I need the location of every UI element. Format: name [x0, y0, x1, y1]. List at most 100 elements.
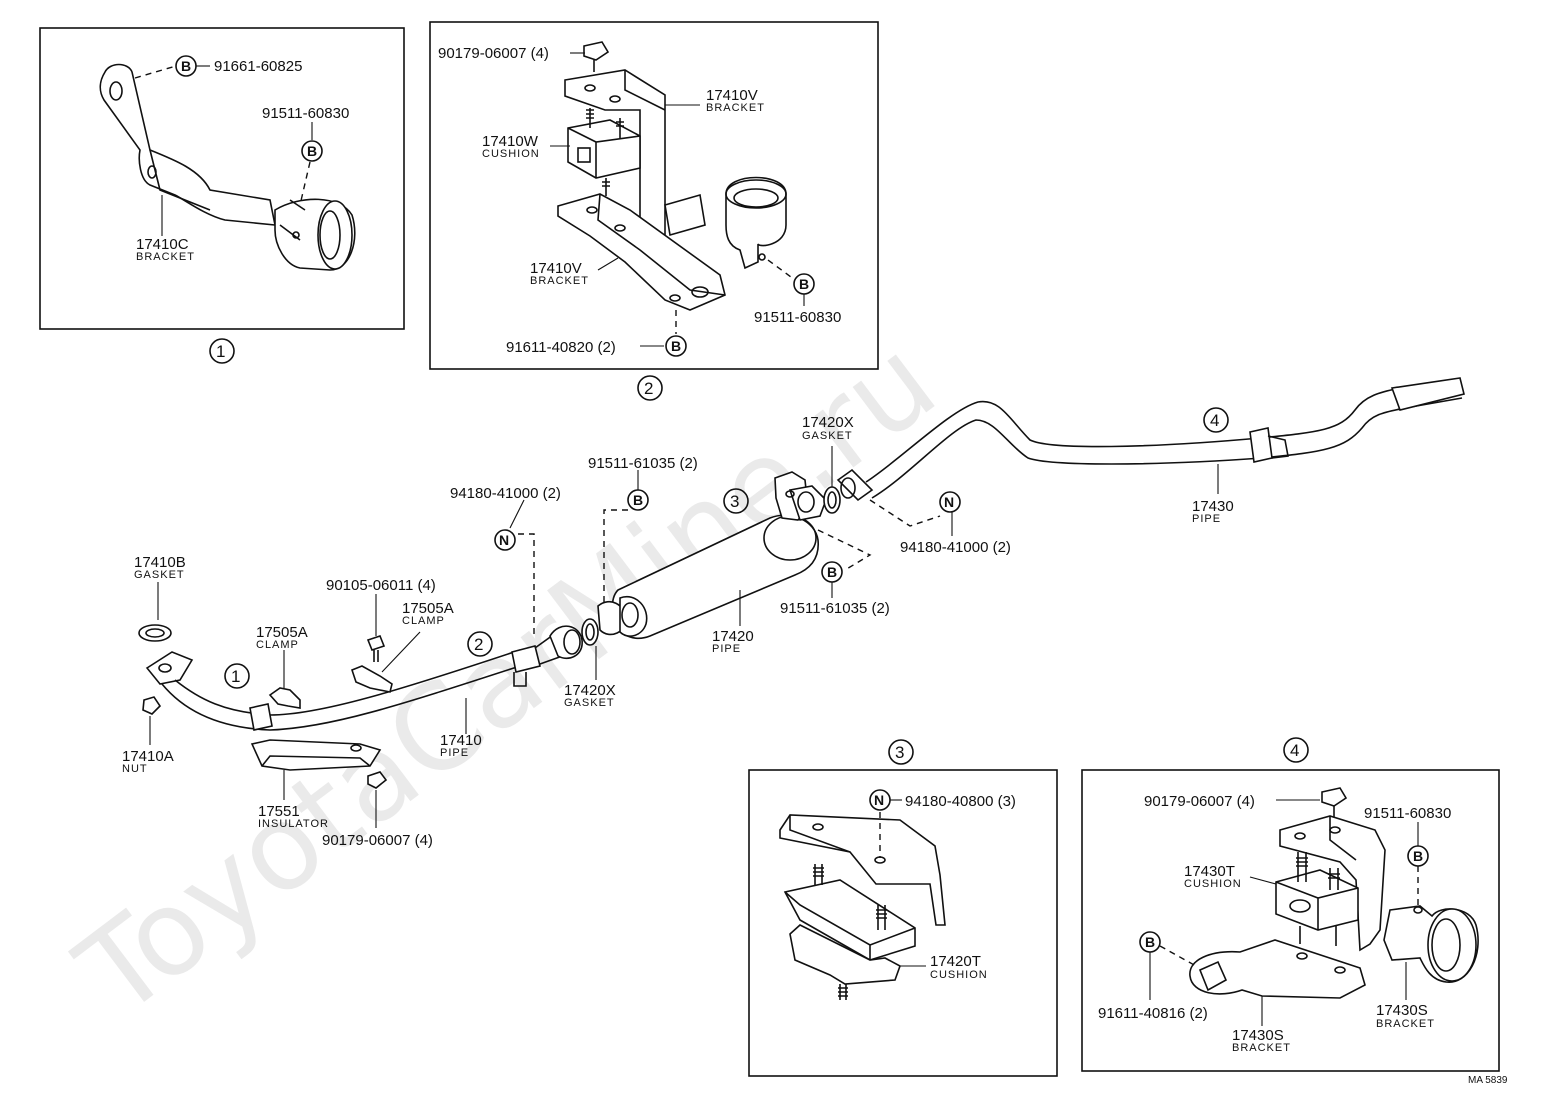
detail-box-2: 90179-06007 (4) 17410V BRACKET 17410W CU…	[429, 21, 879, 370]
part-17430t: 17430T	[1184, 863, 1235, 880]
pipe-17410-drawing	[145, 625, 583, 731]
svg-text:N: N	[874, 792, 884, 808]
part-17430s-lower-name: BRACKET	[1232, 1042, 1291, 1054]
bracket-17410c-drawing	[99, 63, 356, 271]
symbol-n-icon	[494, 529, 516, 551]
detail-box-2-frame	[429, 21, 879, 370]
part-17505a-left: 17505A	[256, 624, 308, 641]
detail-box-3-frame	[748, 769, 1058, 1077]
part-17420x-left: 17420X	[564, 682, 616, 699]
detail-box-1: B 91661-60825 91511-60830 B 17410C BRACK…	[39, 27, 405, 330]
detail-box-4-frame	[1081, 769, 1500, 1072]
part-17420x-right-name: GASKET	[802, 430, 853, 442]
marker-1: 1	[216, 342, 225, 361]
main-assembly: 17410B GASKET 17410A NUT 17505A CLAMP 90…	[122, 377, 1465, 849]
nut-90179-main-shape	[367, 771, 388, 789]
part-17410v-lower: 17410V	[530, 260, 582, 277]
svg-text:N: N	[944, 494, 954, 510]
part-90179-06007: 90179-06007 (4)	[438, 45, 549, 62]
marker-1-icon	[209, 338, 235, 364]
detail-box-3: N 94180-40800 (3) 17420T CUSHION	[748, 769, 1058, 1077]
marker-3-main-icon	[723, 488, 749, 514]
pipe-17430-drawing	[836, 377, 1465, 502]
marker-3-icon	[888, 739, 914, 765]
part-17505a-right-name: CLAMP	[402, 615, 445, 627]
marker-4-icon	[1283, 737, 1309, 763]
symbol-b-icon	[301, 140, 323, 162]
part-91611-40820: 91611-40820 (2)	[506, 339, 616, 356]
part-17410a: 17410A	[122, 748, 174, 765]
part-17410: 17410	[440, 732, 482, 749]
marker-2-main: 2	[474, 635, 483, 654]
svg-text:B: B	[827, 564, 837, 580]
bracket-17410v-drawing	[557, 41, 787, 311]
muffler-17420-drawing	[597, 471, 827, 639]
part-17420t-name: CUSHION	[930, 969, 988, 981]
part-17410a-name: NUT	[122, 763, 148, 775]
part-17410v-lower-name: BRACKET	[530, 275, 589, 287]
part-91661-60825: 91661-60825	[214, 58, 302, 75]
part-17430-name: PIPE	[1192, 513, 1221, 525]
insulator-17551-shape	[250, 739, 382, 771]
symbol-b-icon	[665, 335, 687, 357]
gasket-17420x-right-shape	[823, 486, 841, 514]
part-90179-06007-main: 90179-06007 (4)	[322, 832, 433, 849]
part-17505a-right: 17505A	[402, 600, 454, 617]
marker-2: 2	[644, 379, 653, 398]
marker-2-icon	[637, 375, 663, 401]
part-17430: 17430	[1192, 498, 1234, 515]
part-94180-41000-right: 94180-41000 (2)	[900, 539, 1011, 556]
clamp-17505a-left-shape	[268, 687, 301, 709]
part-17430s-upper-name: BRACKET	[1376, 1018, 1435, 1030]
nut-17410a-shape	[142, 696, 162, 715]
part-90105-06011: 90105-06011 (4)	[326, 577, 436, 594]
svg-text:N: N	[499, 532, 509, 548]
part-91511-60830-box2: 91511-60830	[754, 309, 841, 326]
svg-text:B: B	[633, 492, 643, 508]
part-17410v-upper-name: BRACKET	[706, 102, 765, 114]
marker-3: 3	[895, 743, 904, 762]
part-17420t: 17420T	[930, 953, 981, 970]
svg-text:B: B	[1413, 848, 1423, 864]
part-17420-name: PIPE	[712, 643, 741, 655]
detail-box-1-frame	[39, 27, 405, 330]
svg-text:B: B	[799, 276, 809, 292]
part-17551: 17551	[258, 803, 300, 820]
part-91511-61035-bottom: 91511-61035 (2)	[780, 600, 890, 617]
bracket-17430s-drawing	[1189, 787, 1479, 999]
cushion-17420t-drawing	[779, 814, 946, 1000]
part-94180-41000-left: 94180-41000 (2)	[450, 485, 561, 502]
part-91511-61035-top: 91511-61035 (2)	[588, 455, 698, 472]
part-91511-60830-box4: 91511-60830	[1364, 805, 1451, 822]
part-17420x-left-name: GASKET	[564, 697, 615, 709]
part-17410c: 17410C	[136, 236, 189, 253]
marker-2-main-icon	[467, 631, 493, 657]
marker-1-main-icon	[224, 663, 250, 689]
marker-3-main: 3	[730, 492, 739, 511]
svg-text:B: B	[181, 58, 191, 74]
part-17430s-lower: 17430S	[1232, 1027, 1284, 1044]
part-17410b: 17410B	[134, 554, 186, 571]
symbol-n-icon	[939, 491, 961, 513]
gasket-17410b-shape	[138, 624, 172, 642]
part-17505a-left-name: CLAMP	[256, 639, 299, 651]
svg-text:B: B	[1145, 934, 1155, 950]
svg-text:B: B	[307, 143, 317, 159]
detail-box-4: 90179-06007 (4) 91511-60830 B 17430T CUS…	[1081, 769, 1500, 1072]
part-91611-40816: 91611-40816 (2)	[1098, 1005, 1208, 1022]
marker-4-main-icon	[1203, 407, 1229, 433]
part-17410w-name: CUSHION	[482, 148, 540, 160]
part-17410c-name: BRACKET	[136, 251, 195, 263]
part-17430s-upper: 17430S	[1376, 1002, 1428, 1019]
part-17410b-name: GASKET	[134, 569, 185, 581]
gasket-17420x-left-shape	[581, 618, 599, 646]
marker-4-main: 4	[1210, 411, 1219, 430]
svg-text:B: B	[671, 338, 681, 354]
clamp-17505a-right-shape	[351, 665, 393, 693]
part-90179-06007-box4: 90179-06007 (4)	[1144, 793, 1255, 810]
part-17420x-right: 17420X	[802, 414, 854, 431]
marker-1-main: 1	[231, 667, 240, 686]
figure-code: MA 5839	[1468, 1075, 1508, 1086]
part-17430t-name: CUSHION	[1184, 878, 1242, 890]
